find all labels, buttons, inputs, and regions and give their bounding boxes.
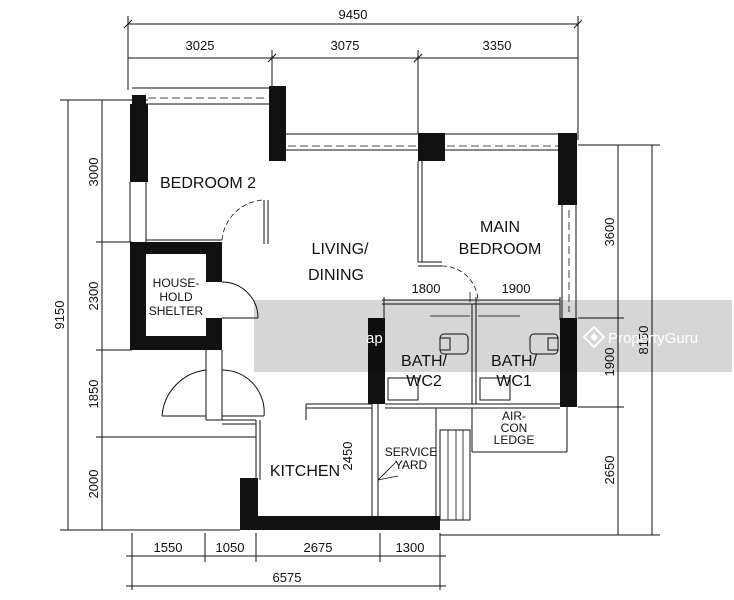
label-service-1: SERVICE bbox=[385, 445, 437, 459]
dim-top-seg-3: 3350 bbox=[483, 38, 512, 53]
label-bath1-2: WC1 bbox=[496, 373, 532, 390]
dim-right-seg-3: 2650 bbox=[602, 456, 617, 485]
label-household-1: HOUSE- bbox=[153, 276, 200, 290]
walls bbox=[129, 86, 577, 530]
left-dimensions: 9150 3000 2300 1850 2000 bbox=[52, 99, 256, 531]
label-living-1: LIVING/ bbox=[312, 241, 369, 258]
propertyguru-logo-icon bbox=[582, 325, 606, 349]
watermark-partial: ap bbox=[366, 330, 383, 347]
bottom-dimensions: 1550 1050 2675 1300 6575 bbox=[126, 533, 446, 590]
dim-left-overall: 9150 bbox=[52, 301, 67, 330]
label-household-2: HOLD bbox=[159, 290, 193, 304]
label-main-bed-1: MAIN bbox=[480, 219, 520, 236]
label-main-bed-2: BEDROOM bbox=[459, 241, 542, 258]
dim-top-seg-2: 3075 bbox=[331, 38, 360, 53]
label-household-3: SHELTER bbox=[149, 304, 204, 318]
watermark-brand: PropertyGuru bbox=[608, 330, 698, 347]
watermark: ap PropertyGuru bbox=[254, 300, 732, 372]
dim-inner-1800: 1800 bbox=[412, 281, 441, 296]
label-bath2-1: BATH/ bbox=[401, 353, 447, 370]
right-dimensions: 8150 3600 1900 2650 bbox=[440, 144, 660, 536]
label-bath2-2: WC2 bbox=[406, 373, 442, 390]
label-aircon-3: LEDGE bbox=[494, 433, 535, 447]
dim-right-seg-1: 3600 bbox=[602, 218, 617, 247]
top-dimensions: 9450 3025 3075 3350 bbox=[123, 7, 583, 140]
label-aircon-2: CON bbox=[501, 421, 528, 435]
inner-dimensions: 1800 1900 2450 bbox=[340, 281, 561, 471]
label-bedroom2: BEDROOM 2 bbox=[160, 175, 256, 192]
dim-left-seg-2: 2300 bbox=[86, 282, 101, 311]
doors bbox=[161, 199, 479, 481]
label-bath1-1: BATH/ bbox=[491, 353, 537, 370]
label-living-2: DINING bbox=[308, 267, 364, 284]
dim-inner-1900: 1900 bbox=[502, 281, 531, 296]
dim-top-overall: 9450 bbox=[339, 7, 368, 22]
dim-top-seg-1: 3025 bbox=[186, 38, 215, 53]
dim-bottom-overall: 6575 bbox=[273, 570, 302, 585]
dim-right-seg-2: 1900 bbox=[602, 348, 617, 377]
dim-bottom-seg-1: 1550 bbox=[154, 540, 183, 555]
dim-kitchen-2450: 2450 bbox=[340, 442, 355, 471]
dim-bottom-seg-3: 2675 bbox=[304, 540, 333, 555]
dim-right-overall: 8150 bbox=[636, 326, 651, 355]
label-aircon-1: AIR- bbox=[502, 409, 526, 423]
dim-bottom-seg-2: 1050 bbox=[216, 540, 245, 555]
room-labels: BEDROOM 2 HOUSE- HOLD SHELTER LIVING/ DI… bbox=[149, 175, 542, 480]
bath-fixtures bbox=[387, 315, 559, 401]
dim-left-seg-4: 2000 bbox=[86, 470, 101, 499]
dim-bottom-seg-4: 1300 bbox=[396, 540, 425, 555]
label-service-2: YARD bbox=[395, 458, 428, 472]
dim-left-seg-3: 1850 bbox=[86, 380, 101, 409]
label-kitchen: KITCHEN bbox=[270, 463, 340, 480]
dim-left-seg-1: 3000 bbox=[86, 158, 101, 187]
